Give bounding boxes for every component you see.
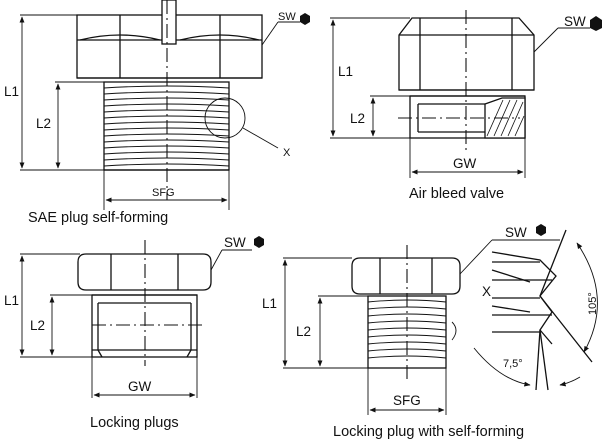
sf-angle-7-5-label: 7,5°: [503, 358, 523, 370]
air-bleed-valve-drawing: [330, 10, 602, 178]
bleed-gw-label: GW: [453, 156, 477, 171]
sf-sfg-label: SFG: [393, 393, 421, 408]
lock-caption: Locking plugs: [90, 415, 179, 431]
sae-sw-label: SW: [278, 11, 296, 23]
lock-sw-label: SW: [224, 235, 246, 250]
sf-l2-label: L2: [296, 324, 311, 339]
thread-line: [367, 313, 447, 317]
sae-sfg-label: SFG: [152, 187, 175, 199]
lock-l1-label: L1: [4, 293, 19, 308]
bleed-caption: Air bleed valve: [409, 186, 504, 202]
locking-plug-drawing: [19, 236, 264, 398]
sf-sw-label: SW: [505, 225, 527, 240]
locking-plug-self-forming-drawing: [282, 224, 598, 415]
sae-l1-label: L1: [4, 84, 19, 99]
sae-detail-x-label: X: [283, 147, 291, 159]
sf-angle-105-label: 105°: [587, 292, 599, 315]
sf-l1-label: L1: [262, 296, 277, 311]
sae-l2-label: L2: [36, 116, 51, 131]
thread-line: [367, 306, 447, 310]
sf-detail-x-label: X: [482, 284, 491, 299]
lock-gw-label: GW: [128, 379, 152, 394]
bleed-sw-label: SW: [564, 14, 586, 29]
sae-plug-drawing: [19, 0, 310, 210]
bleed-l1-label: L1: [338, 64, 353, 79]
lock-l2-label: L2: [30, 318, 45, 333]
bleed-l2-label: L2: [350, 111, 365, 126]
thread-line: [367, 355, 447, 359]
sf-caption: Locking plug with self-forming: [333, 424, 524, 440]
sae-caption: SAE plug self-forming: [28, 210, 168, 226]
